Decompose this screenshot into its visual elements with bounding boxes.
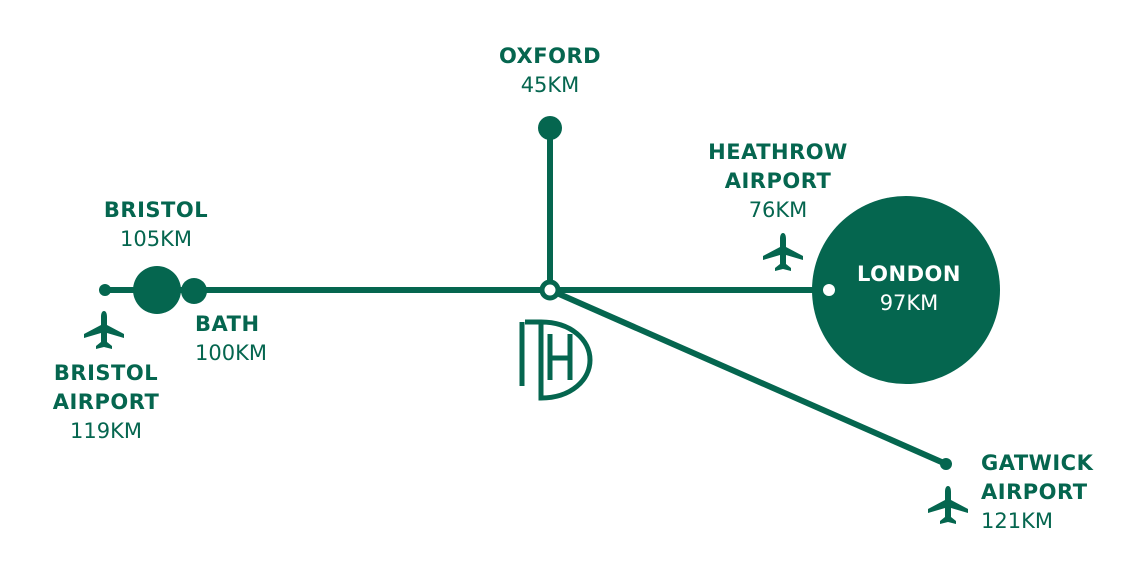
bristol-airport-label: BRISTOL AIRPORT 119KM: [36, 359, 176, 446]
airplane-icon: [763, 233, 803, 271]
bath-distance: 100KM: [195, 341, 267, 365]
dh-monogram-icon: [519, 319, 593, 401]
heathrow-airport-label: HEATHROW AIRPORT 76KM: [693, 138, 863, 225]
gatwick-airport-name-line1: GATWICK: [981, 451, 1094, 475]
hub-node: [539, 279, 561, 301]
bath-node: [181, 278, 207, 304]
gatwick-node: [940, 458, 952, 470]
heathrow-airport-name-line2: AIRPORT: [724, 169, 832, 193]
airplane-icon: [84, 311, 124, 349]
route-line-gatwick: [548, 287, 948, 467]
bristol-name: BRISTOL: [103, 198, 209, 222]
oxford-node: [538, 116, 562, 140]
gatwick-airport-distance: 121KM: [981, 509, 1053, 533]
oxford-label: OXFORD 45KM: [480, 42, 620, 100]
bath-name: BATH: [195, 312, 260, 336]
bristol-distance: 105KM: [120, 227, 192, 251]
london-node: [812, 196, 1000, 384]
bristol-airport-distance: 119KM: [70, 419, 142, 443]
heathrow-airport-name-line1: HEATHROW: [708, 140, 848, 164]
bristol-airport-name-line2: AIRPORT: [52, 390, 160, 414]
gatwick-airport-name-line2: AIRPORT: [981, 480, 1088, 504]
airplane-icon: [928, 486, 968, 524]
oxford-distance: 45KM: [520, 73, 580, 97]
heathrow-node: [823, 284, 835, 296]
bristol-node: [133, 266, 181, 314]
gatwick-airport-label: GATWICK AIRPORT 121KM: [981, 449, 1131, 536]
bath-label: BATH 100KM: [195, 310, 335, 368]
london-distance: 97KM: [879, 291, 939, 315]
bristol-label: BRISTOL 105KM: [86, 196, 226, 254]
london-name: LONDON: [857, 262, 961, 286]
oxford-name: OXFORD: [498, 44, 602, 68]
london-label: LONDON 97KM: [836, 260, 982, 318]
bristol-airport-name-line1: BRISTOL: [53, 361, 159, 385]
bristol-airport-node: [99, 284, 111, 296]
heathrow-airport-distance: 76KM: [748, 198, 808, 222]
